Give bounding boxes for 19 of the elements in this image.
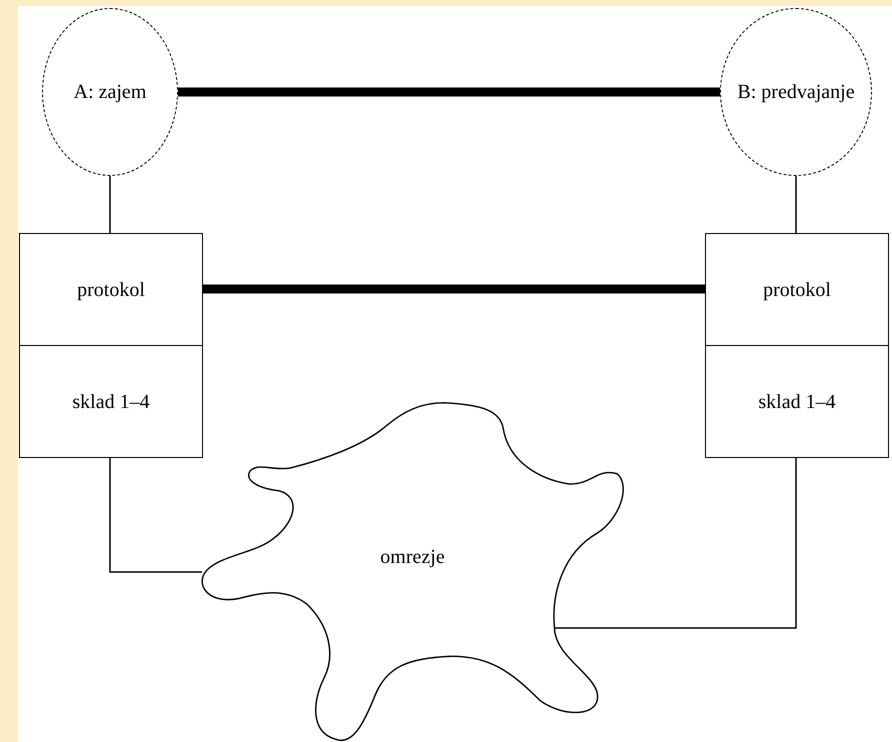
connector-line	[203, 284, 705, 294]
connector-line	[109, 458, 202, 573]
node-label: protokol	[763, 278, 831, 302]
layer-box	[705, 233, 889, 346]
layer-box	[705, 345, 889, 458]
connector-line	[555, 458, 797, 629]
node-label: protokol	[77, 278, 145, 302]
connector-line	[178, 88, 720, 96]
process-ellipse	[42, 8, 178, 176]
node-label: A: zajem	[74, 80, 146, 105]
process-ellipse	[720, 8, 872, 176]
node-label: sklad 1–4	[72, 390, 150, 414]
layer-box	[19, 233, 203, 346]
node-label: B: predvajanje	[737, 80, 855, 105]
node-label: sklad 1–4	[758, 390, 836, 414]
connector-line	[109, 176, 111, 233]
layer-box	[19, 345, 203, 458]
connector-line	[795, 176, 797, 233]
node-label: omrezje	[380, 545, 445, 570]
